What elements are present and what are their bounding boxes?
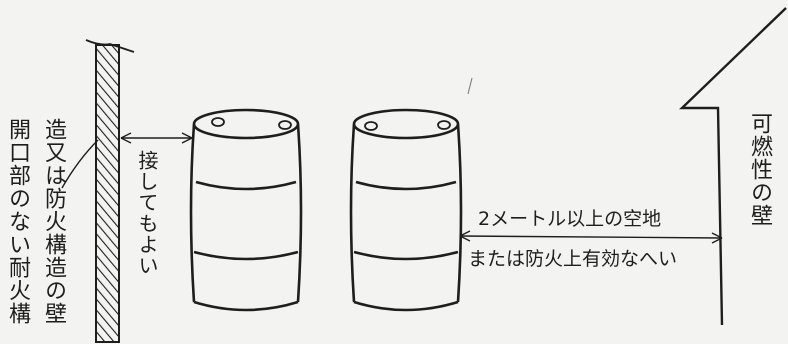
drum-left xyxy=(189,108,303,312)
clearance-label-line1: 2メートル以上の空地 xyxy=(478,208,662,230)
may-touch-label: 接してもよい xyxy=(135,150,159,276)
touch-allowed-arrow xyxy=(120,132,193,144)
fire-resistant-wall xyxy=(85,39,135,343)
clearance-label-line2: または防火上有効なへい xyxy=(468,248,678,270)
stray-mark xyxy=(467,77,473,95)
clearance-arrow xyxy=(459,230,723,244)
drum-right xyxy=(349,108,463,312)
combustible-wall-label: 可燃性の壁 xyxy=(747,112,772,227)
left-wall-label-col1: 造又は防火構造の壁 xyxy=(41,118,66,325)
left-wall-label-col2: 開口部のない耐火構 xyxy=(5,118,30,325)
wall-label-leader xyxy=(61,139,99,189)
combustible-wall xyxy=(679,7,787,326)
